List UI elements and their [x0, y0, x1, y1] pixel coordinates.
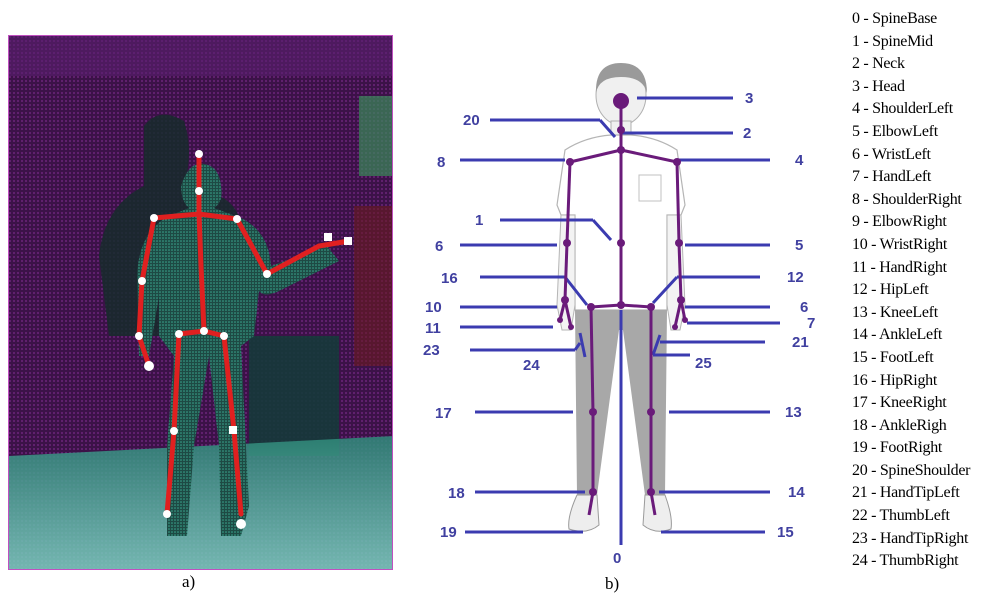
- label-5: 5: [795, 237, 803, 254]
- legend-item: 16 - HipRight: [852, 370, 1008, 393]
- label-15: 15: [777, 524, 794, 541]
- label-24: 24: [523, 357, 540, 374]
- legend-item: 4 - ShoulderLeft: [852, 98, 1008, 121]
- label-7: 7: [807, 315, 815, 332]
- label-6-left: 6: [800, 299, 808, 316]
- label-6-right: 6: [435, 238, 443, 255]
- label-3: 3: [745, 90, 753, 107]
- legend-item: 24 - ThumbRight: [852, 550, 1008, 573]
- legend-item: 18 - AnkleRigh: [852, 415, 1008, 438]
- legend-item: 19 - FootRight: [852, 437, 1008, 460]
- label-19: 19: [440, 524, 457, 541]
- label-25: 25: [695, 355, 712, 372]
- depth-image-panel: [8, 35, 393, 570]
- legend-item: 8 - ShoulderRight: [852, 189, 1008, 212]
- panel-b-caption: b): [605, 574, 619, 594]
- legend-item: 11 - HandRight: [852, 257, 1008, 280]
- label-23: 23: [423, 342, 440, 359]
- legend-item: 2 - Neck: [852, 53, 1008, 76]
- label-17: 17: [435, 405, 452, 422]
- label-13: 13: [785, 404, 802, 421]
- legend-item: 1 - SpineMid: [852, 31, 1008, 54]
- legend-item: 10 - WristRight: [852, 234, 1008, 257]
- label-14: 14: [788, 484, 805, 501]
- label-0: 0: [613, 550, 621, 567]
- legend-item: 6 - WristLeft: [852, 144, 1008, 167]
- depth-image: [9, 36, 393, 570]
- label-11: 11: [425, 320, 441, 337]
- joint-diagram-panel: 3 2 20 8 4 1 6 5 16 12 10 6 11 7 23 21 2…: [415, 55, 825, 570]
- legend-item: 0 - SpineBase: [852, 8, 1008, 31]
- legend-item: 22 - ThumbLeft: [852, 505, 1008, 528]
- legend-item: 23 - HandTipRight: [852, 528, 1008, 551]
- panel-a-caption: a): [182, 572, 195, 592]
- label-18: 18: [448, 485, 465, 502]
- legend-item: 21 - HandTipLeft: [852, 482, 1008, 505]
- label-1: 1: [475, 212, 483, 229]
- label-21: 21: [792, 334, 809, 351]
- legend-item: 7 - HandLeft: [852, 166, 1008, 189]
- joint-legend: 0 - SpineBase 1 - SpineMid 2 - Neck 3 - …: [852, 8, 1008, 573]
- label-10: 10: [425, 299, 442, 316]
- legend-item: 12 - HipLeft: [852, 279, 1008, 302]
- joint-diagram: 3 2 20 8 4 1 6 5 16 12 10 6 11 7 23 21 2…: [415, 55, 825, 570]
- legend-item: 20 - SpineShoulder: [852, 460, 1008, 483]
- legend-item: 5 - ElbowLeft: [852, 121, 1008, 144]
- legend-item: 9 - ElbowRight: [852, 211, 1008, 234]
- label-16: 16: [441, 270, 458, 287]
- legend-item: 15 - FootLeft: [852, 347, 1008, 370]
- label-2: 2: [743, 125, 751, 142]
- label-4: 4: [795, 152, 804, 169]
- label-20: 20: [463, 112, 480, 129]
- label-12: 12: [787, 269, 804, 286]
- legend-item: 17 - KneeRight: [852, 392, 1008, 415]
- label-8: 8: [437, 154, 445, 171]
- legend-item: 14 - AnkleLeft: [852, 324, 1008, 347]
- legend-item: 13 - KneeLeft: [852, 302, 1008, 325]
- legend-item: 3 - Head: [852, 76, 1008, 99]
